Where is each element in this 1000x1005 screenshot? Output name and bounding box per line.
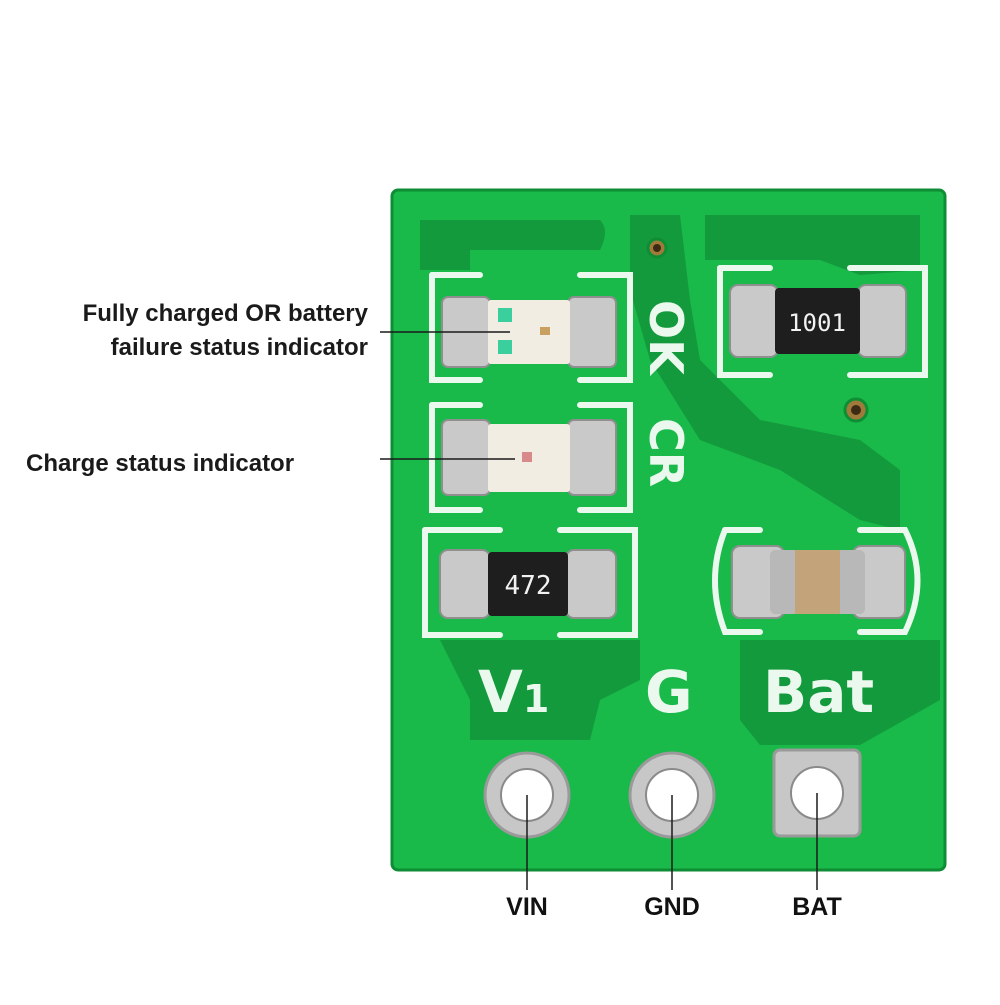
pcb-edge: [390, 188, 947, 872]
led-charge-indicator: [441, 419, 617, 496]
resistor-472-label: 472: [505, 571, 552, 601]
pin-label-gnd: GND: [644, 893, 700, 921]
pin-label-bat: BAT: [792, 893, 842, 921]
leader-lines: [380, 331, 818, 890]
capacitor: [731, 545, 906, 619]
silkscreen-ok: OK: [639, 300, 693, 377]
pin-label-vin: VIN: [506, 893, 548, 921]
callout-full-indicator-line2: failure status indicator: [110, 334, 368, 361]
silkscreen-bat: Bat: [763, 658, 874, 726]
led-full-indicator: [441, 296, 617, 368]
vias: [646, 237, 869, 423]
callout-full-indicator-line1: Fully charged OR battery: [82, 300, 368, 327]
resistor-1001-label: 1001: [788, 309, 846, 337]
callout-charge-indicator: Charge status indicator: [26, 450, 295, 477]
silkscreen-cr: CR: [639, 418, 693, 487]
resistor-472: 472: [439, 549, 617, 619]
resistor-1001: 1001: [729, 284, 907, 358]
silkscreen-g: G: [645, 658, 693, 726]
copper-traces: [420, 215, 940, 745]
silkscreen-outlines: [422, 265, 928, 638]
